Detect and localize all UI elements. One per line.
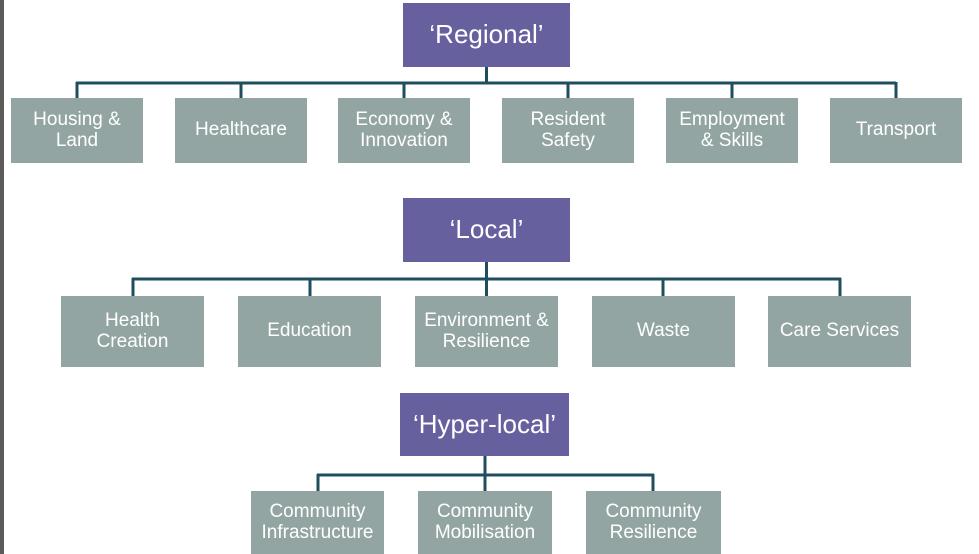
regional-item-label: Resident Safety (530, 109, 606, 151)
hyperlocal-item-label: Community Resilience (605, 501, 702, 543)
hyperlocal-item-label: Community Infrastructure (261, 501, 374, 543)
regional-item-label: Employment & Skills (679, 109, 785, 151)
local-item-environment-resilience: Environment & Resilience (415, 296, 558, 367)
regional-item-transport: Transport (830, 98, 962, 163)
regional-item-economy-innovation: Economy & Innovation (338, 98, 470, 163)
regional-item-housing-land: Housing & Land (11, 98, 143, 163)
regional-item-label: Housing & Land (33, 109, 121, 151)
tier-regional-title: ‘Regional’ (429, 19, 544, 50)
tier-local-title: ‘Local’ (449, 214, 524, 245)
regional-item-label: Healthcare (195, 119, 287, 141)
local-item-label: Environment & Resilience (424, 310, 549, 352)
tier-regional-box: ‘Regional’ (403, 3, 570, 67)
local-item-label: Care Services (779, 320, 900, 342)
local-item-health-creation: Health Creation (61, 296, 204, 367)
regional-item-label: Transport (855, 119, 937, 141)
tier-local-box: ‘Local’ (403, 198, 570, 262)
regional-item-healthcare: Healthcare (175, 98, 307, 163)
regional-item-resident-safety: Resident Safety (502, 98, 634, 163)
hyperlocal-item-community-infrastructure: Community Infrastructure (251, 491, 384, 554)
regional-item-employment-skills: Employment & Skills (666, 98, 798, 163)
hyperlocal-item-community-mobilisation: Community Mobilisation (418, 491, 552, 554)
local-item-education: Education (238, 296, 381, 367)
local-item-label: Waste (636, 320, 691, 342)
hyperlocal-item-label: Community Mobilisation (434, 501, 536, 543)
hyperlocal-item-community-resilience: Community Resilience (586, 491, 721, 554)
regional-item-label: Economy & Innovation (355, 109, 453, 151)
local-item-care-services: Care Services (768, 296, 911, 367)
tier-hyperlocal-title: ‘Hyper-local’ (412, 408, 557, 439)
local-item-waste: Waste (592, 296, 735, 367)
tier-hyperlocal-box: ‘Hyper-local’ (400, 393, 569, 456)
local-item-label: Health Creation (96, 310, 169, 352)
window-left-edge (0, 0, 4, 554)
local-item-label: Education (267, 320, 352, 342)
